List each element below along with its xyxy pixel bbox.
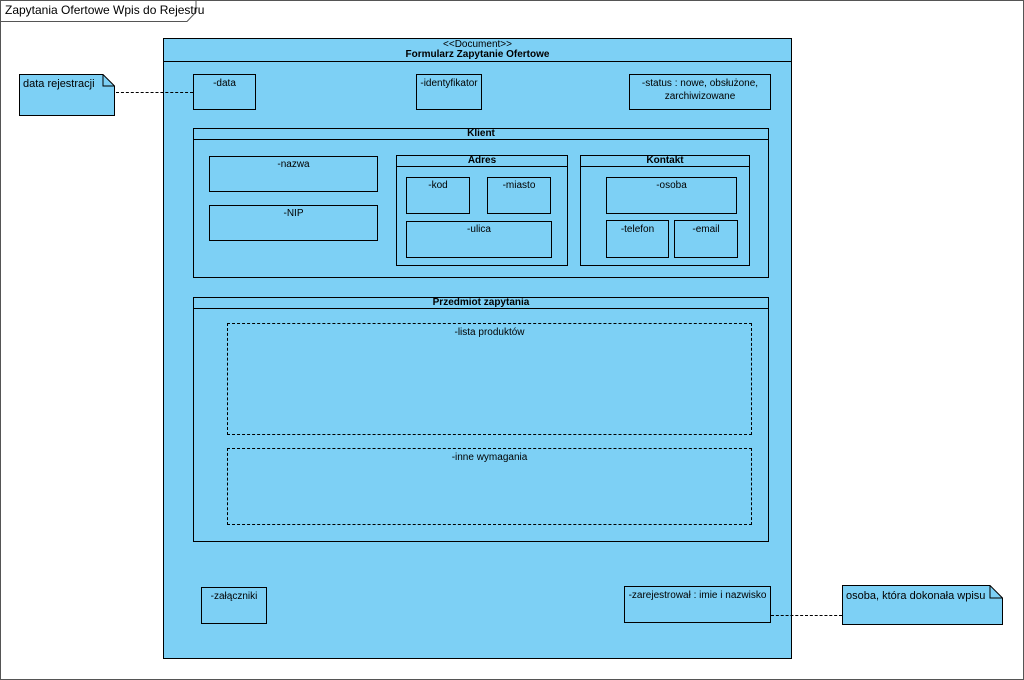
przedmiot-title: Przedmiot zapytania [432, 297, 530, 308]
field-zalaczniki[interactable]: -załączniki [201, 587, 267, 624]
field-zarejestrowal[interactable]: -zarejestrował : imie i nazwisko [624, 586, 771, 623]
field-osoba[interactable]: -osoba [606, 177, 737, 214]
connector-osoba-note [771, 615, 842, 616]
field-inne-wymagania[interactable]: -inne wymagania [227, 448, 752, 525]
kontakt-title: Kontakt [646, 155, 684, 166]
field-nip[interactable]: -NIP [209, 205, 378, 241]
document-stereotype: <<Document>> [443, 39, 512, 50]
adres-title: Adres [467, 155, 497, 166]
klient-title: Klient [467, 128, 495, 139]
connector-data-note [116, 92, 193, 93]
field-miasto[interactable]: -miasto [487, 177, 551, 214]
field-lista-produktow[interactable]: -lista produktów [227, 323, 752, 435]
field-email[interactable]: -email [674, 220, 738, 258]
field-data[interactable]: -data [193, 74, 256, 110]
note-shape-data-rejestracji [19, 74, 115, 116]
field-identyfikator[interactable]: -identyfikator [416, 74, 482, 110]
note-osoba: osoba, która dokonała wpisu [846, 590, 986, 602]
field-kod[interactable]: -kod [406, 177, 470, 214]
document-name: Formularz Zapytanie Ofertowe [405, 49, 550, 60]
frame-tab-outline [0, 0, 197, 22]
field-ulica[interactable]: -ulica [406, 221, 552, 258]
field-nazwa[interactable]: -nazwa [209, 156, 378, 192]
frame-title: Zapytania Ofertowe Wpis do Rejestru [5, 3, 205, 17]
field-telefon[interactable]: -telefon [606, 220, 669, 258]
note-shape-osoba [842, 585, 1003, 625]
note-data-rejestracji: data rejestracji [23, 78, 95, 90]
field-status[interactable]: -status : nowe, obsłużone, zarchiwizowan… [629, 74, 771, 110]
